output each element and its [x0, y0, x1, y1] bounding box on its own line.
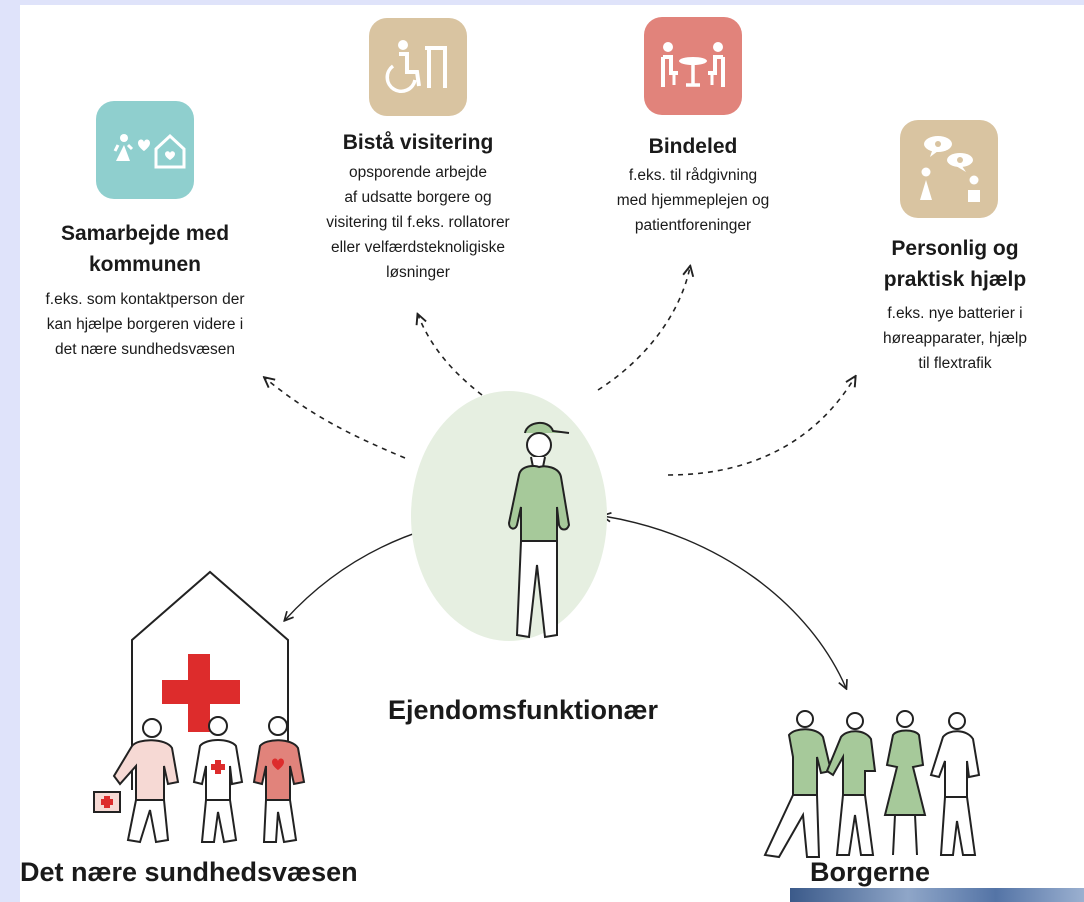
conversation-icon	[900, 120, 998, 218]
health-house-icon	[93, 570, 306, 844]
card-samarbejde-description: f.eks. som kontaktperson der kan hjælpe …	[45, 291, 245, 358]
citizens-group-icon	[763, 710, 981, 859]
arrow-to-samarbejde	[265, 378, 406, 459]
arrow-to-bindeled	[597, 267, 690, 391]
wheelchair-door-icon	[369, 18, 467, 116]
card-personlig-title: Personlig og praktisk hjælp	[883, 237, 1027, 291]
table-meeting-icon	[644, 17, 742, 115]
arrow-to-visitering	[418, 315, 483, 396]
photo-fragment	[790, 888, 1084, 902]
card-samarbejde-title: Samarbejde med kommunen	[60, 222, 230, 276]
center-circle	[411, 391, 607, 641]
arrow-center-to-citizens	[603, 516, 846, 688]
arrow-to-personlig	[667, 377, 855, 476]
diagram-canvas: Samarbejde med kommunen f.eks. som konta…	[20, 5, 1084, 902]
card-personlig-description: f.eks. nye batterier i høreapparater, hj…	[883, 305, 1027, 372]
card-bindeled-description: f.eks. til rådgivning med hjemmeplejen o…	[616, 167, 770, 234]
card-bindeled-title: Bindeled	[648, 135, 738, 158]
card-visitering-description: opsporende arbejde af udsatte borgere og…	[326, 164, 510, 281]
family-home-icon	[96, 101, 194, 199]
card-visitering-title: Bistå visitering	[342, 131, 494, 154]
center-label: Ejendomsfunktionær	[388, 695, 659, 725]
health-label: Det nære sundhedsvæsen	[20, 857, 358, 887]
worker-figure-icon	[507, 422, 571, 639]
citizens-label: Borgerne	[810, 857, 931, 887]
connection-arrows	[20, 5, 1084, 902]
